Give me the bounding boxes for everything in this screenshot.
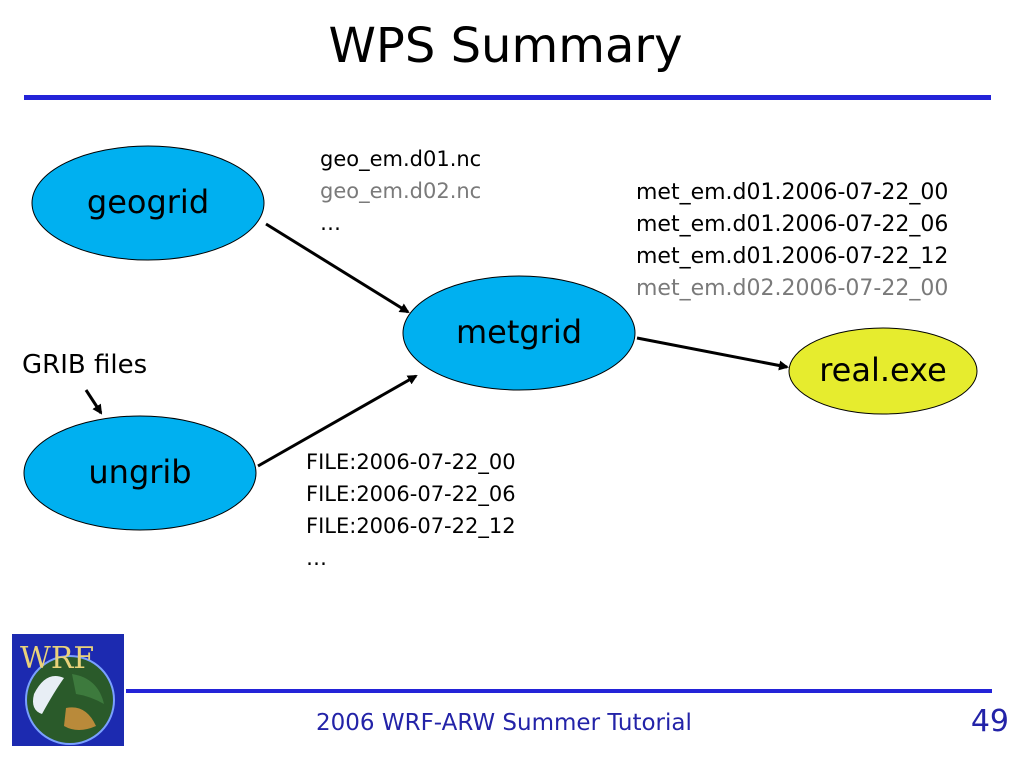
- arrow-geogrid-to-metgrid: [265, 222, 410, 314]
- file-entry: …: [306, 546, 327, 570]
- file-entry: met_em.d01.2006-07-22_12: [636, 244, 949, 269]
- file-entry: FILE:2006-07-22_00: [306, 450, 516, 474]
- file-entry: FILE:2006-07-22_12: [306, 514, 516, 538]
- geogrid-node: [31, 145, 265, 261]
- ungrib-node: [23, 415, 257, 531]
- geo-file-list: geo_em.d01.nc geo_em.d02.nc …: [320, 143, 481, 239]
- file-entry: met_em.d01.2006-07-22_00: [636, 180, 949, 205]
- grib-files-label: GRIB files: [22, 350, 148, 380]
- arrow-metgrid-to-real: [636, 336, 789, 371]
- arrow-ungrib-to-metgrid: [257, 374, 418, 468]
- file-entry: met_em.d01.2006-07-22_06: [636, 212, 949, 237]
- page-number: 49: [970, 704, 1009, 739]
- file-entry: …: [320, 211, 341, 235]
- metgrid-label: metgrid: [455, 313, 583, 351]
- title-divider: [24, 95, 991, 100]
- file-entry: FILE:2006-07-22_06: [306, 482, 516, 506]
- file-entry: geo_em.d02.nc: [320, 179, 482, 203]
- arrow-grib-to-ungrib: [84, 389, 103, 415]
- footer-divider: [126, 689, 992, 693]
- geogrid-label: geogrid: [86, 183, 210, 221]
- real-exe-node: [788, 327, 978, 415]
- real-exe-label: real.exe: [819, 351, 947, 389]
- footer-text: 2006 WRF-ARW Summer Tutorial: [316, 710, 692, 736]
- wrf-logo: WRF: [12, 634, 124, 746]
- svg-text:WRF: WRF: [20, 641, 94, 676]
- file-entry: geo_em.d01.nc: [320, 147, 482, 171]
- met-file-list: met_em.d01.2006-07-22_00 met_em.d01.2006-…: [636, 177, 948, 305]
- metgrid-node: [402, 275, 636, 391]
- slide-title: WPS Summary: [328, 18, 683, 74]
- ungrib-label: ungrib: [88, 453, 192, 491]
- file-entry: met_em.d02.2006-07-22_00: [636, 276, 949, 301]
